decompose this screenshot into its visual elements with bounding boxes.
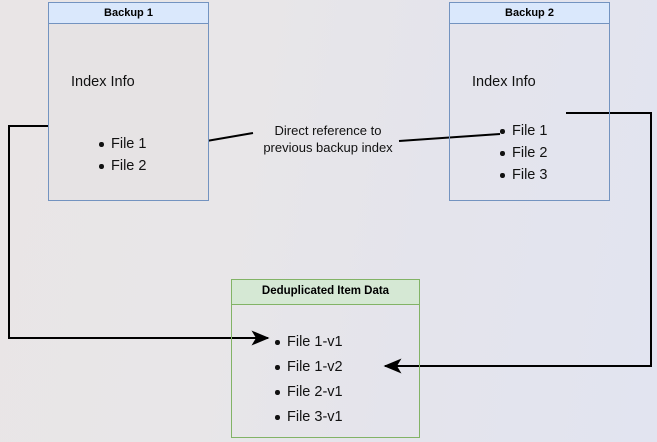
node-backup-2-body: Index Info File 1 File 2 File 3 — [449, 24, 610, 201]
node-deduplicated-item-data[interactable]: Deduplicated Item Data File 1-v1 File 1-… — [231, 279, 420, 438]
list-item: File 2 — [499, 142, 547, 164]
backup-2-file-list: File 1 File 2 File 3 — [499, 120, 547, 186]
annotation-line-2: previous backup index — [263, 140, 393, 155]
list-item: File 3-v1 — [274, 405, 343, 430]
node-backup-2-header: Backup 2 — [449, 2, 610, 24]
list-item: File 2-v1 — [274, 380, 343, 405]
list-item: File 3 — [499, 164, 547, 186]
backup-2-index-info-label: Index Info — [472, 74, 536, 90]
node-backup-1[interactable]: Backup 1 Index Info File 1 File 2 — [48, 2, 209, 201]
annotation-line-1: Direct reference to — [274, 123, 382, 138]
annotation-direct-reference: Direct reference to previous backup inde… — [248, 122, 408, 156]
dedup-file-list: File 1-v1 File 1-v2 File 2-v1 File 3-v1 — [274, 330, 343, 430]
node-backup-1-header: Backup 1 — [48, 2, 209, 24]
node-dedup-header: Deduplicated Item Data — [231, 279, 420, 305]
list-item: File 1-v2 — [274, 355, 343, 380]
node-dedup-body: File 1-v1 File 1-v2 File 2-v1 File 3-v1 — [231, 305, 420, 438]
list-item: File 1 — [98, 133, 146, 155]
backup-1-file-list: File 1 File 2 — [98, 133, 146, 177]
node-backup-2[interactable]: Backup 2 Index Info File 1 File 2 File 3 — [449, 2, 610, 201]
backup-1-index-info-label: Index Info — [71, 74, 135, 90]
list-item: File 1-v1 — [274, 330, 343, 355]
list-item: File 2 — [98, 155, 146, 177]
list-item: File 1 — [499, 120, 547, 142]
node-backup-1-body: Index Info File 1 File 2 — [48, 24, 209, 201]
